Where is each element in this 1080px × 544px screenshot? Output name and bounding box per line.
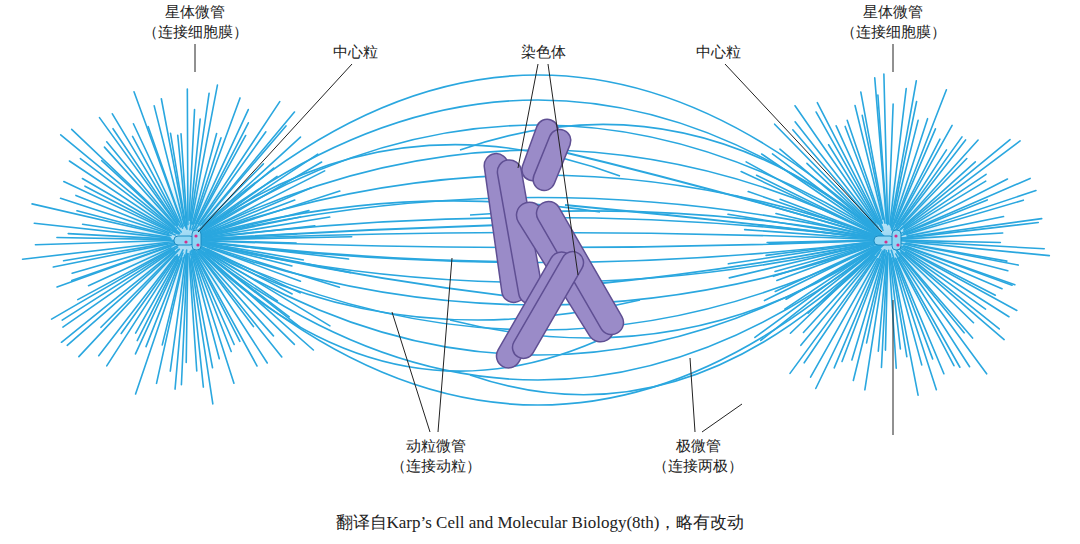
chromatid (508, 248, 587, 363)
leader-line (198, 64, 352, 232)
astral-microtubule (181, 134, 187, 222)
centriole-dot (194, 234, 197, 237)
astral-microtubule (67, 252, 175, 346)
centriole-dot (196, 243, 199, 246)
astral-microtubule (99, 256, 176, 355)
centriole (174, 236, 194, 245)
astral-microtubule (146, 253, 183, 347)
astral-microtubule (189, 254, 197, 371)
leader-line (438, 258, 452, 432)
kinetochore-microtubule (555, 150, 888, 240)
centriole-dot (884, 240, 887, 243)
part-label: 动粒微管 （连接动粒） (371, 436, 501, 476)
astral-microtubule (64, 182, 173, 233)
caption: 翻译自Karp’s Cell and Molecular Biology(8th… (336, 512, 745, 534)
centriole-dot (896, 243, 899, 246)
chromosomes (483, 116, 628, 372)
leader-lines (195, 44, 893, 435)
astral-microtubule (900, 223, 1039, 239)
astral-microtubule (113, 129, 178, 225)
astral-microtubule (903, 246, 1002, 288)
astral-microtubule (53, 243, 174, 267)
astral-microtubule (889, 250, 897, 368)
astral-microtubule (884, 74, 888, 225)
leader-line (725, 64, 882, 232)
leader-line (893, 44, 894, 72)
part-label: 极微管 （连接两极） (633, 436, 763, 476)
kinetochore-microtubule (188, 240, 540, 300)
kinetochore-microtubule (585, 240, 888, 285)
centriole-pair (174, 230, 201, 250)
astral-microtubule (72, 244, 177, 281)
astral-microtubule (816, 251, 883, 388)
part-label: 中心粒 (678, 42, 758, 62)
spindle-fibres (188, 75, 888, 405)
kinetochore-microtubule (188, 225, 500, 240)
part-label: 中心粒 (315, 42, 395, 62)
astral-microtubule (134, 92, 183, 227)
astral-microtubule (895, 248, 973, 338)
centriole-dot (184, 240, 187, 243)
astral-microtubule (203, 164, 264, 225)
leader-line (690, 358, 695, 432)
leader-line (195, 44, 196, 72)
centriole (874, 236, 894, 245)
part-label: 星体微管 （连接细胞膜） (818, 2, 968, 42)
astral-microtubule (892, 259, 918, 395)
astral-microtubule (893, 258, 922, 365)
centriole (192, 230, 201, 250)
part-label: 染色体 (503, 42, 583, 62)
astral-microtubule (89, 248, 171, 286)
part-label: 星体微管 （连接细胞膜） (120, 2, 270, 42)
centriole-pair (874, 230, 901, 250)
astral-microtubule (899, 233, 1003, 239)
astral-microtubule (79, 249, 180, 356)
chromatid (530, 126, 574, 194)
kinetochore-microtubule (565, 205, 888, 240)
leader-line (392, 312, 430, 432)
centriole-dot (894, 234, 897, 237)
astral-microtubule (187, 89, 189, 225)
astral-microtubule (192, 254, 220, 358)
centriole (892, 230, 901, 250)
leader-line (548, 64, 578, 275)
astral-microtubule (811, 259, 878, 377)
astral-microtubule (161, 99, 184, 223)
astral-microtubule (35, 240, 177, 244)
astral-microtubule (23, 241, 177, 259)
astral-microtubule (903, 158, 967, 224)
astral-microtubule (898, 140, 978, 229)
astral-microtubules (23, 74, 1050, 404)
astral-microtubule (891, 250, 936, 389)
leader-line (518, 64, 538, 168)
astral-microtubule (154, 106, 184, 226)
astral-microtubule (200, 126, 286, 226)
astral-microtubule (755, 249, 876, 338)
leader-line (702, 404, 742, 432)
leader-line (893, 300, 894, 435)
astral-microtubule (190, 252, 212, 368)
